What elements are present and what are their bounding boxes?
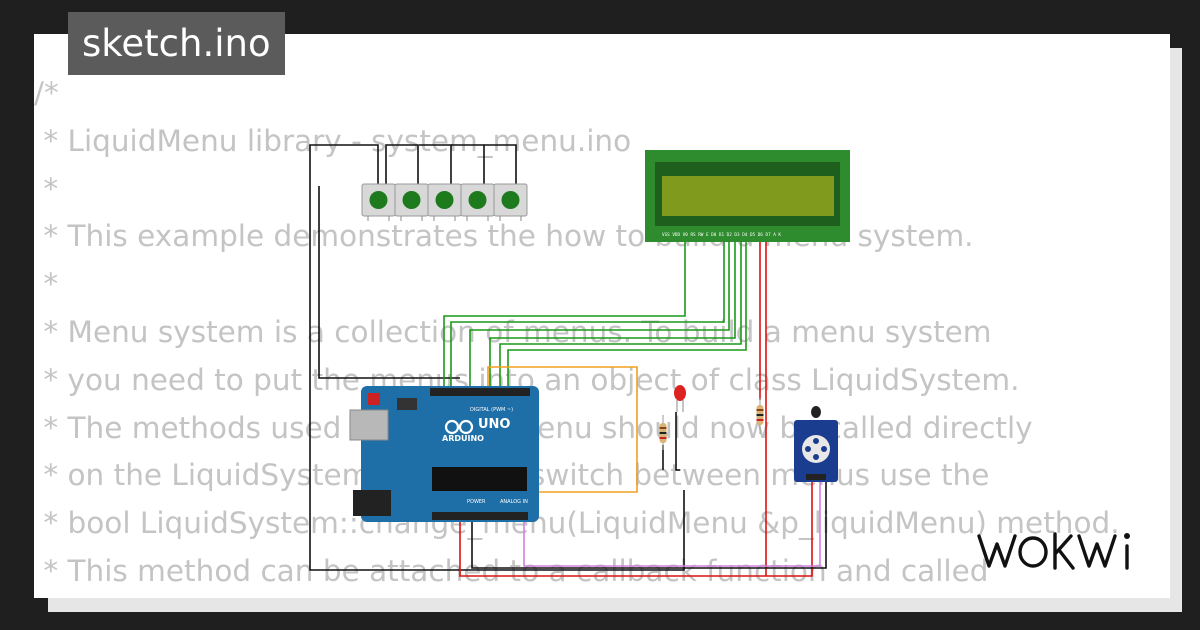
lcd-pin-labels: VSS VDD V0 RS RW E D0 D1 D2 D3 D4 D5 D6 …: [662, 232, 781, 238]
red-led[interactable]: [674, 385, 686, 412]
button-wires: [309, 144, 685, 571]
resistor[interactable]: [756, 398, 764, 434]
resistor[interactable]: [659, 415, 667, 450]
file-title-tab: sketch.ino: [68, 12, 285, 75]
green-wires: [443, 238, 747, 392]
lcd-display[interactable]: VSS VDD V0 RS RW E D0 D1 D2 D3 D4 D5 D6 …: [645, 150, 850, 242]
push-button[interactable]: [460, 183, 495, 221]
code-line: *: [34, 267, 59, 302]
code-line: * Menu system is a collection of menus. …: [34, 314, 992, 349]
wokwi-logo-icon: [977, 532, 1130, 570]
sensor-module[interactable]: [794, 406, 838, 482]
code-line: * LiquidMenu library - system_menu.ino: [34, 123, 632, 158]
wokwi-logo: [975, 522, 1155, 582]
board-model: UNO: [478, 417, 511, 432]
push-button[interactable]: [493, 183, 528, 221]
purple-wire: [523, 482, 821, 567]
red-wires: [459, 238, 813, 577]
push-button[interactable]: [361, 183, 396, 221]
code-line: * This method can be attached to a callb…: [34, 553, 989, 588]
arduino-logo-icon: [444, 419, 474, 435]
power-label: POWER: [467, 499, 486, 505]
push-button[interactable]: [427, 183, 462, 221]
orange-wire: [487, 366, 638, 493]
code-line: /*: [34, 76, 59, 110]
reset-button[interactable]: [368, 393, 380, 405]
board-brand: ARDUINO: [442, 434, 484, 443]
push-button[interactable]: [394, 183, 429, 221]
push-buttons: [361, 183, 528, 221]
code-line: *: [34, 171, 59, 206]
arduino-uno[interactable]: DIGITAL (PWM ~) UNO ARDUINO POWER ANALOG…: [349, 386, 539, 522]
analog-label: ANALOG IN: [500, 499, 528, 505]
digital-label: DIGITAL (PWM ~): [470, 407, 513, 413]
